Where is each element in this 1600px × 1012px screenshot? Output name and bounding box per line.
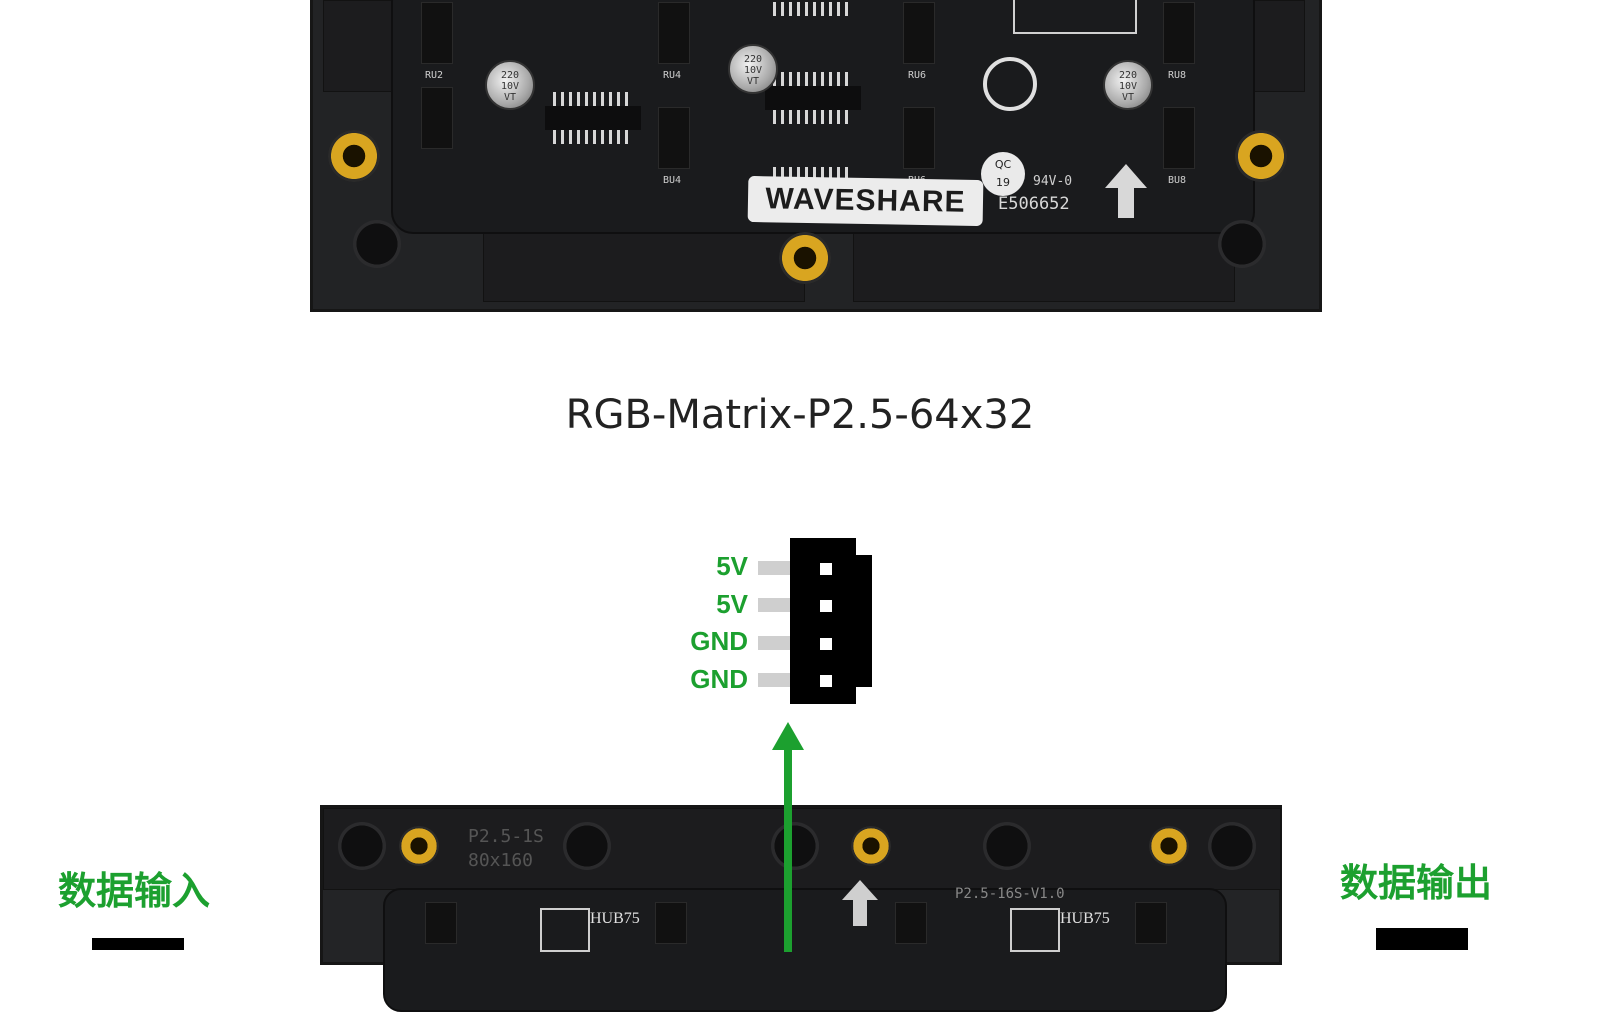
qc-sticker: QC 19 — [981, 152, 1025, 196]
mount-hole — [563, 822, 611, 870]
silk-label: 80x160 — [468, 850, 534, 871]
power-connector-latch — [856, 555, 872, 687]
silk-label: P2.5-16S-V1.0 — [955, 886, 1065, 902]
qc-number: 19 — [996, 176, 1010, 189]
silk-label: RU2 — [425, 70, 444, 81]
pin-square — [820, 638, 832, 650]
silk-label: RU8 — [1168, 70, 1187, 81]
pcb: 220 10V VT 220 10V VT 220 10V VT QC 19 9… — [391, 0, 1255, 234]
power-connector — [790, 538, 856, 704]
silk-label: RU4 — [663, 70, 682, 81]
mount-hole — [338, 822, 386, 870]
pin-stub — [758, 673, 790, 687]
pin-label-2: 5V — [716, 589, 748, 619]
mounting-boss — [779, 232, 831, 284]
driver-chip — [898, 2, 940, 64]
data-output-port — [1376, 928, 1468, 950]
mount-hole — [771, 822, 819, 870]
driver-chip — [416, 2, 458, 64]
frame-rib — [483, 230, 805, 302]
mount-hole — [983, 822, 1031, 870]
mounting-boss — [851, 826, 891, 866]
frame-rib — [853, 230, 1235, 302]
mounting-boss — [399, 826, 439, 866]
mount-hole — [353, 220, 401, 268]
capacitor: 220 10V VT — [728, 44, 778, 94]
driver-chip — [1158, 2, 1200, 64]
silk-label: BU8 — [1168, 175, 1187, 186]
mounting-boss — [1149, 826, 1189, 866]
data-output-label: 数据输出 — [1340, 861, 1493, 905]
rating-text: 94V-0 — [1033, 174, 1073, 189]
cert-number: E506652 — [998, 194, 1070, 214]
brand-label: WAVESHARE — [747, 175, 984, 227]
ic-pins — [773, 72, 853, 86]
pin-square — [820, 600, 832, 612]
pin-label-1: 5V — [716, 551, 748, 581]
silk-label: BU4 — [663, 175, 682, 186]
driver-chip — [653, 2, 695, 64]
hub75-label: HUB75 — [1060, 910, 1110, 927]
ic — [545, 106, 641, 130]
driver-chip — [420, 902, 462, 944]
pin-label-4: GND — [690, 664, 748, 694]
pin-stub — [758, 636, 790, 650]
driver-chip — [416, 87, 458, 149]
driver-chip — [898, 107, 940, 169]
capacitor: 220 10V VT — [1103, 60, 1153, 110]
mount-hole — [1208, 822, 1256, 870]
ic-pins — [553, 92, 633, 106]
pin-stub — [758, 561, 790, 575]
hub75-output-header — [1010, 908, 1060, 952]
ic-pins — [773, 110, 853, 124]
data-input-port — [92, 938, 184, 950]
pin-square — [820, 675, 832, 687]
led-module-back-top: 220 10V VT 220 10V VT 220 10V VT QC 19 9… — [310, 0, 1322, 312]
pin-square — [820, 563, 832, 575]
power-arrow-icon — [772, 722, 804, 952]
up-arrow-icon — [842, 880, 878, 926]
driver-chip — [890, 902, 932, 944]
hub75-label: HUB75 — [590, 910, 640, 927]
driver-chip — [1158, 107, 1200, 169]
qc-text: QC — [994, 158, 1012, 171]
mounting-boss — [1235, 130, 1287, 182]
silk-label: P2.5-1S — [468, 826, 544, 847]
ic — [765, 86, 861, 110]
ic-pins — [773, 2, 853, 16]
capacitor-footprint — [983, 57, 1037, 111]
up-arrow-icon — [1105, 164, 1147, 218]
driver-chip — [1130, 902, 1172, 944]
driver-chip — [653, 107, 695, 169]
pin-stub — [758, 598, 790, 612]
capacitor: 220 10V VT — [485, 60, 535, 110]
product-title: RGB-Matrix-P2.5-64x32 — [565, 392, 1035, 438]
driver-chip — [650, 902, 692, 944]
ic-pins — [553, 130, 633, 144]
pin-label-3: GND — [690, 626, 748, 656]
data-input-label: 数据输入 — [58, 869, 211, 913]
connector-outline — [1013, 0, 1137, 34]
silk-label: RU6 — [908, 70, 927, 81]
mounting-boss — [328, 130, 380, 182]
hub75-input-header — [540, 908, 590, 952]
mount-hole — [1218, 220, 1266, 268]
